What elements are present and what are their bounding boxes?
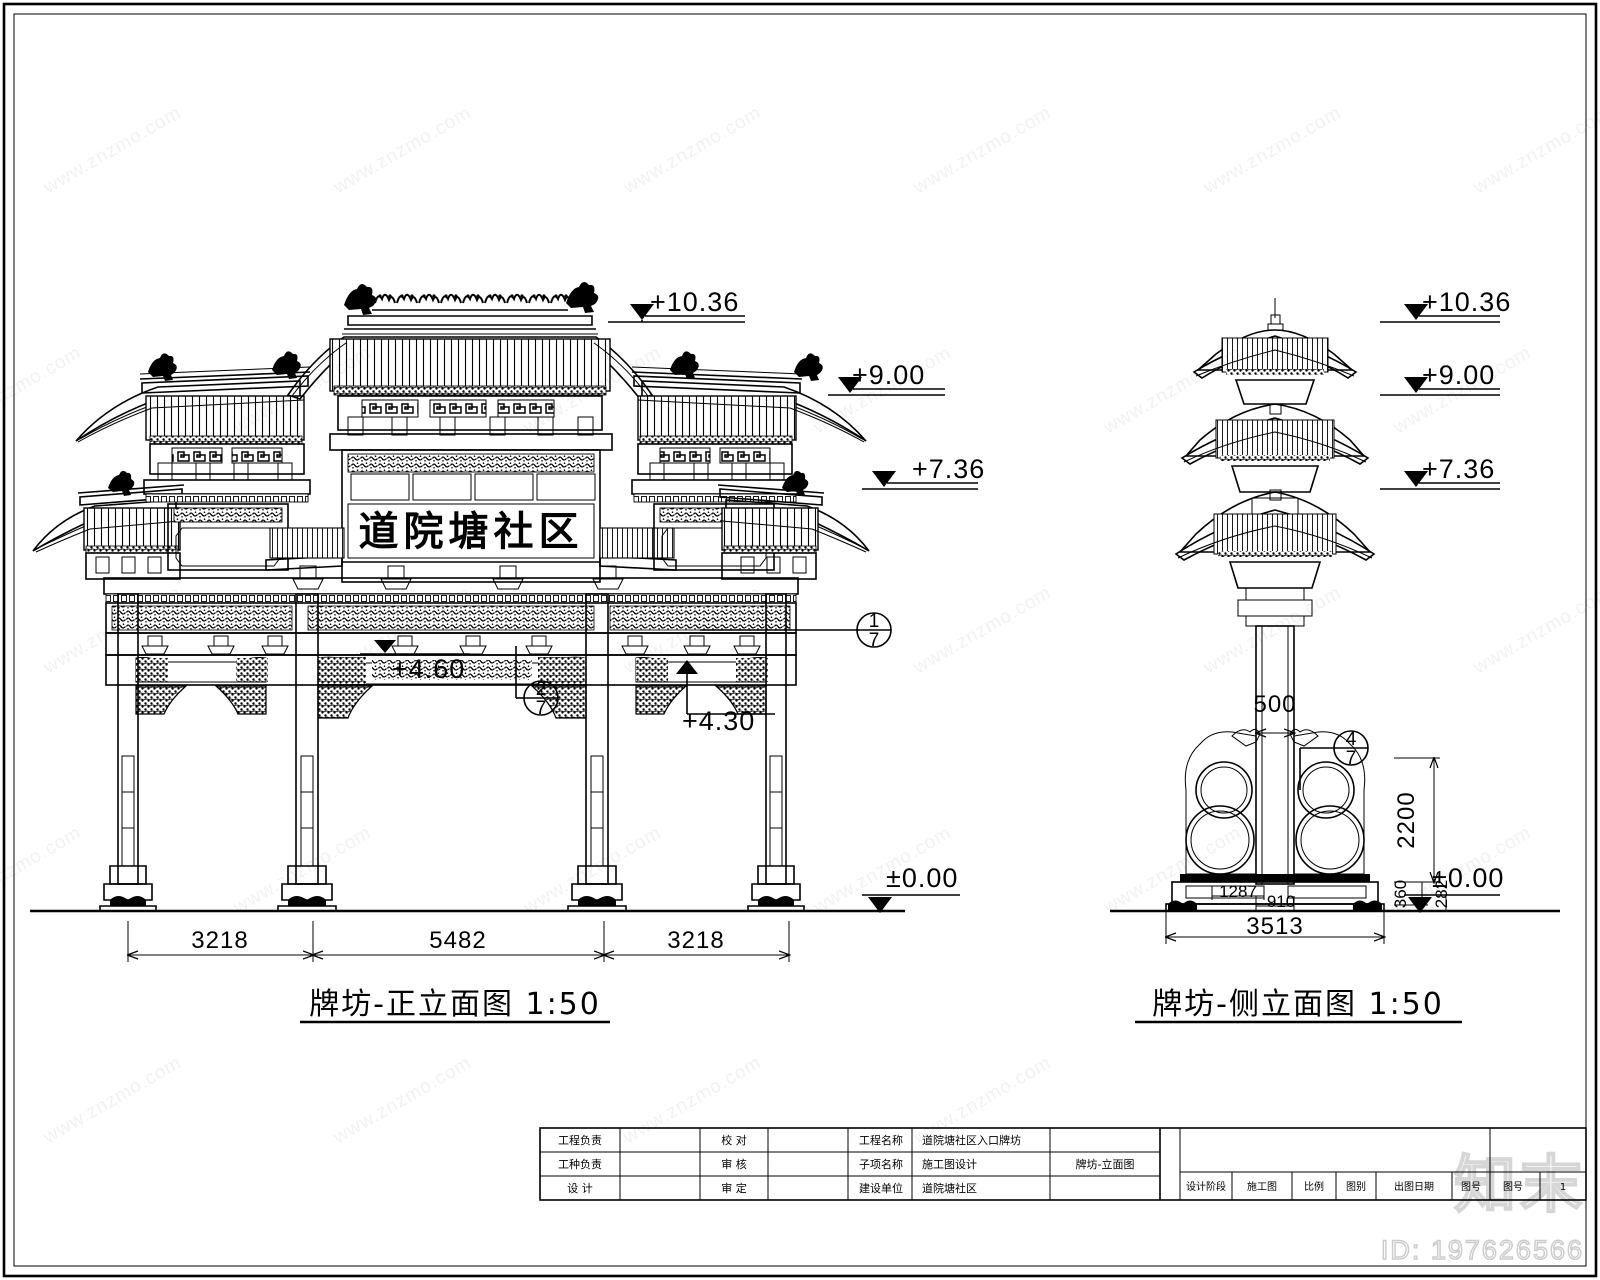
detail-bubble-1-front xyxy=(700,612,892,648)
tb-footer-header-4: 出图日期 xyxy=(1394,1180,1434,1193)
tb-mid-label-1: 审 核 xyxy=(721,1157,747,1171)
tb-project-label-1: 子项名称 xyxy=(859,1157,903,1171)
front-elevation-caption: 牌坊-正立面图 1:50 xyxy=(309,987,601,1022)
elev-label-736-front: +7.36 xyxy=(912,454,985,484)
tb-sheet-no-label: 图号 xyxy=(1503,1181,1523,1193)
elev-mark-736-front xyxy=(862,471,978,490)
bubble-2-bottom: 7 xyxy=(536,698,547,719)
tb-mid-label-2: 审 定 xyxy=(721,1181,747,1195)
dim-label-2200: 2200 xyxy=(1393,791,1420,848)
detail-bubble-2-front xyxy=(515,646,559,716)
elev-mark-900-front xyxy=(828,377,945,396)
tb-project-value-0: 道院塘社区入口牌坊 xyxy=(922,1133,1021,1147)
dim-label-bay-center: 5482 xyxy=(429,927,486,954)
dim-label-3513: 3513 xyxy=(1246,913,1303,940)
dim-1287 xyxy=(1211,886,1265,900)
elev-label-460-front: +4.60 xyxy=(392,654,465,684)
roof-center xyxy=(286,281,654,451)
dim-label-500: 500 xyxy=(1253,691,1296,718)
dim-label-360: 360 xyxy=(1391,880,1410,908)
elev-label-900-side: +9.00 xyxy=(1422,360,1495,390)
side-roof-tier-2 xyxy=(1180,403,1370,515)
plaque-text: 道院塘社区 xyxy=(359,508,584,555)
dim-label-282: 282 xyxy=(1432,880,1451,908)
plaque-bay xyxy=(265,449,677,590)
tb-footer-header-3: 图别 xyxy=(1346,1181,1366,1193)
tb-footer-header-1: 施工图 xyxy=(1247,1180,1277,1193)
roof-left-middle xyxy=(75,351,311,571)
elev-label-000-front: ±0.00 xyxy=(886,863,958,893)
tb-project-label-0: 工程名称 xyxy=(859,1133,903,1147)
tb-footer-header-2: 比例 xyxy=(1304,1180,1324,1193)
elev-label-1036-front: +10.36 xyxy=(650,287,739,317)
bubble-4-bottom: 7 xyxy=(1346,748,1357,769)
dim-label-bay-left: 3218 xyxy=(191,927,248,954)
tb-project-value-1: 施工图设计 xyxy=(922,1158,977,1171)
elev-mark-736-side xyxy=(1380,471,1500,490)
dim-label-1287: 1287 xyxy=(1219,882,1257,901)
elev-mark-900-side xyxy=(1380,377,1500,396)
tb-footer-header-5: 图号 xyxy=(1461,1181,1481,1193)
tb-project-value-2: 道院塘社区 xyxy=(922,1181,977,1195)
side-elevation-caption: 牌坊-侧立面图 1:50 xyxy=(1152,987,1444,1022)
elev-mark-1036-side xyxy=(1380,304,1500,323)
tb-left-label-0: 工程负责 xyxy=(558,1133,602,1147)
main-entablature xyxy=(103,577,799,719)
dim-label-bay-right: 3218 xyxy=(667,927,724,954)
side-roof-tier-1 xyxy=(1192,329,1358,415)
side-roof-tier-3 xyxy=(1174,491,1376,627)
elev-mark-1036-front xyxy=(608,304,745,323)
dimension-chain-front xyxy=(128,921,789,962)
dim-360 xyxy=(1394,881,1428,906)
tb-left-label-2: 设 计 xyxy=(567,1182,593,1195)
elev-label-736-side: +7.36 xyxy=(1422,454,1495,484)
bubble-2-top: 2 xyxy=(536,679,547,700)
elev-mark-430-front xyxy=(676,660,775,715)
roof-right-outer xyxy=(717,470,870,580)
dim-500 xyxy=(1256,626,1294,740)
elev-mark-460-front xyxy=(360,640,470,655)
columns xyxy=(99,593,805,912)
front-elevation-drawing xyxy=(30,281,978,1024)
tb-drawing-title: 牌坊-立面图 xyxy=(1076,1157,1135,1171)
side-elevation-drawing xyxy=(1110,298,1560,1024)
dim-label-910: 910 xyxy=(1267,892,1295,911)
side-base xyxy=(1165,874,1385,912)
dim-3513 xyxy=(1166,911,1384,944)
title-block-frame xyxy=(539,1127,1587,1201)
bubble-1-bottom: 7 xyxy=(869,630,880,651)
elev-label-430-front: +4.30 xyxy=(682,706,755,736)
tb-mid-label-0: 校 对 xyxy=(721,1133,747,1147)
dim-910 xyxy=(1255,896,1295,910)
elev-label-000-side: ±0.00 xyxy=(1432,863,1504,893)
detail-bubble-4-side xyxy=(1299,730,1369,790)
tb-sheet-no-value: 1 xyxy=(1560,1182,1566,1193)
elev-mark-000-front xyxy=(862,894,960,913)
tb-left-label-1: 工种负责 xyxy=(558,1157,602,1171)
tb-footer-header-0: 设计阶段 xyxy=(1186,1180,1226,1193)
elev-label-900-front: +9.00 xyxy=(852,360,925,390)
tb-project-label-2: 建设单位 xyxy=(859,1181,903,1195)
bubble-4-top: 4 xyxy=(1346,729,1357,750)
bubble-1-top: 1 xyxy=(869,611,880,632)
elev-label-1036-side: +10.36 xyxy=(1422,287,1511,317)
